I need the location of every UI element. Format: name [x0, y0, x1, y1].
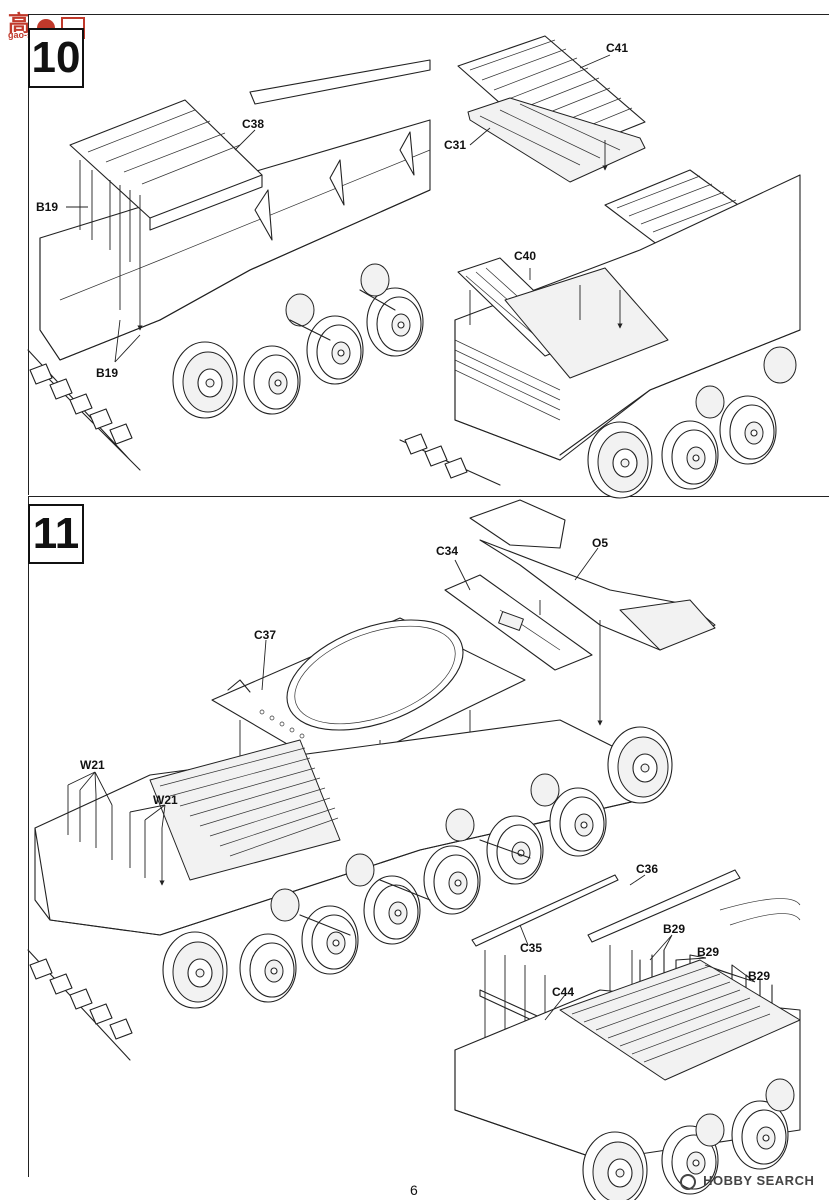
watermark-logo-text: 高: [8, 11, 31, 36]
callout-c41: C41: [606, 41, 629, 55]
step-11-main-assembly: [27, 499, 716, 1061]
step-11-inset-assembly: [454, 869, 801, 1200]
callout-b29-second: B29: [697, 945, 720, 959]
step-10-number: 10: [28, 28, 84, 88]
callout-w21-left: W21: [80, 758, 105, 772]
step-10-right-assembly: [399, 35, 801, 499]
callout-w21-right: W21: [153, 793, 178, 807]
callout-c36: C36: [636, 862, 659, 876]
hobby-search-logo-icon: [680, 1173, 696, 1190]
callout-c35: C35: [520, 941, 543, 955]
callout-c37: C37: [254, 628, 277, 642]
callout-leaders: [66, 54, 756, 1021]
step-10-frame: [28, 14, 829, 495]
callout-b19-bottom: B19: [96, 366, 119, 380]
callout-c34: C34: [436, 544, 459, 558]
callout-c44: C44: [552, 985, 575, 999]
step-11-frame: [28, 496, 829, 1177]
callout-c40: C40: [514, 249, 537, 263]
page-number: 6: [410, 1182, 418, 1198]
callout-b29-third: B29: [748, 969, 771, 983]
step-10-left-assembly: [27, 59, 431, 471]
callout-c31: C31: [444, 138, 467, 152]
callout-b19-top: B19: [36, 200, 59, 214]
step-11-number: 11: [28, 504, 84, 564]
callout-c38: C38: [242, 117, 265, 131]
hobby-search-watermark: HOBBY SEARCH: [680, 1173, 814, 1190]
callout-o5: O5: [592, 536, 609, 550]
hobby-search-text: HOBBY SEARCH: [703, 1173, 815, 1188]
callout-b29-first: B29: [663, 922, 686, 936]
